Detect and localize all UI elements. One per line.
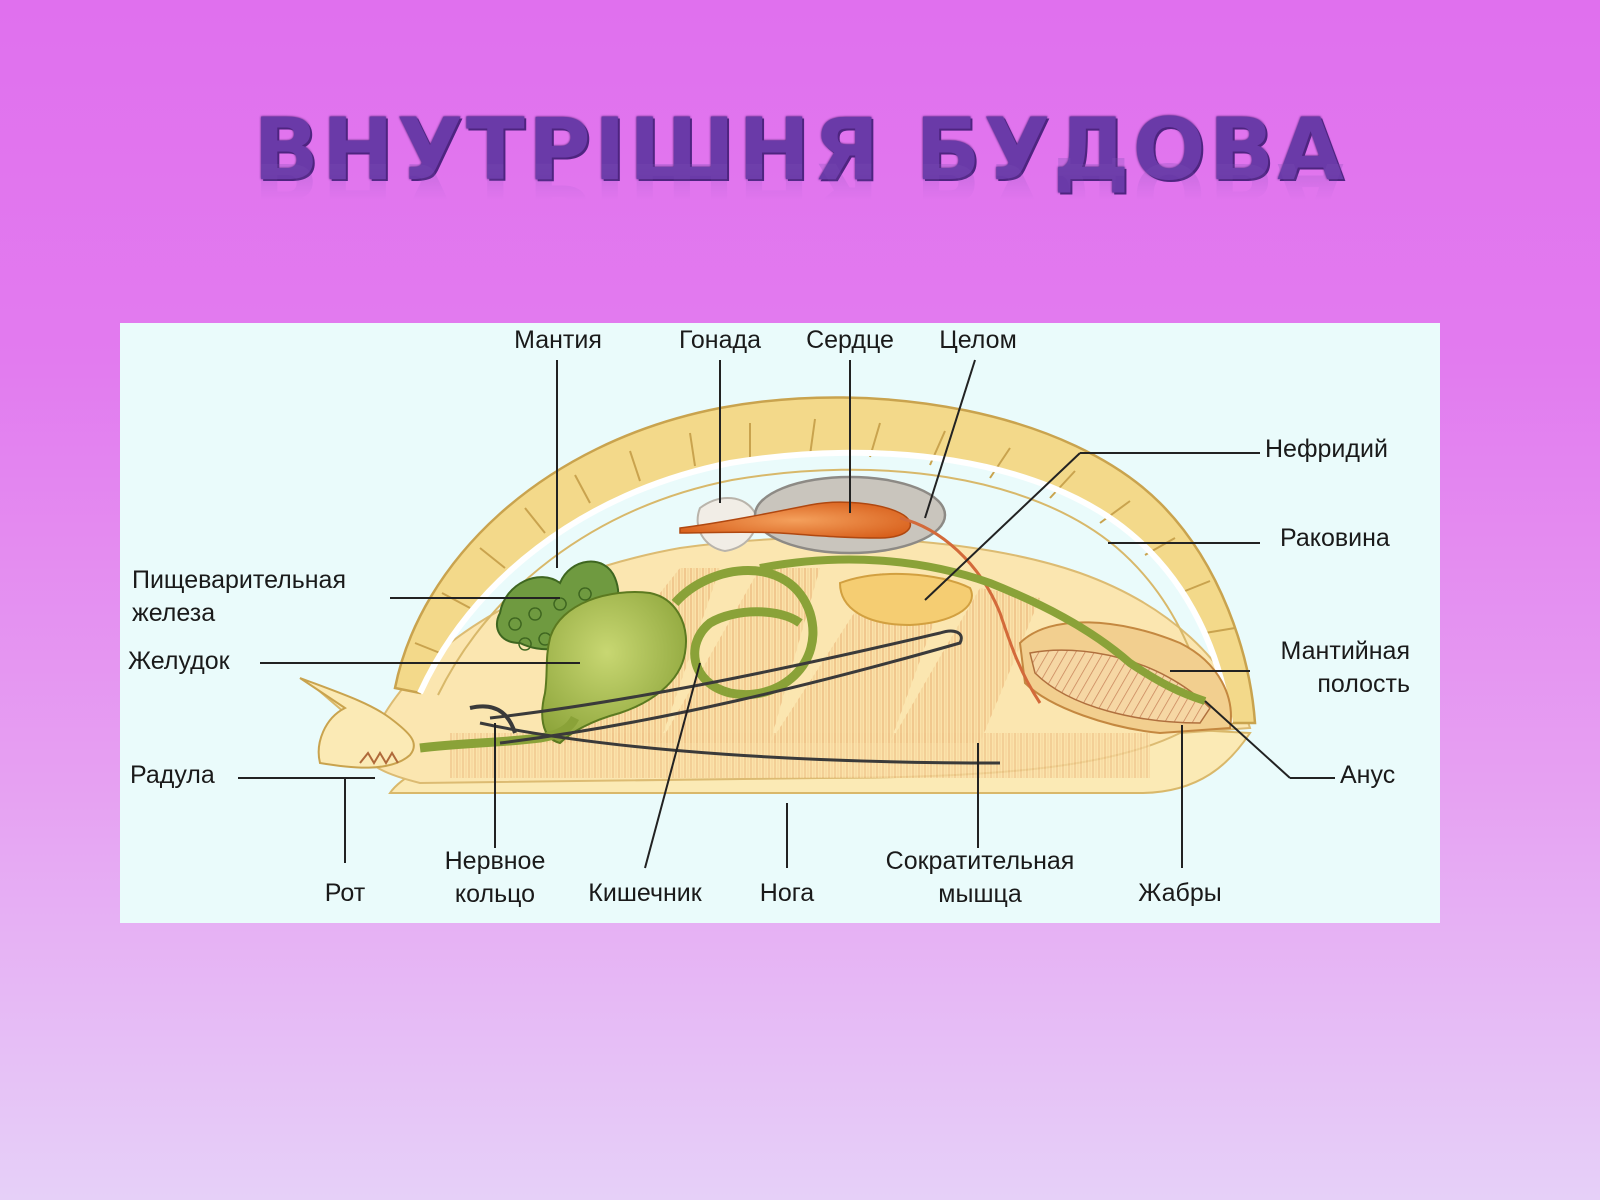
label-contractile-muscle: Сократительная мышца (885, 847, 1075, 908)
label-mantle-cavity: Мантийная полость (1280, 637, 1410, 698)
shell-ribs (414, 418, 1236, 654)
mollusk-anatomy-drawing (238, 359, 1335, 869)
label-heart: Сердце (806, 326, 894, 354)
radula-teeth (359, 751, 399, 765)
heart-shape (679, 501, 912, 539)
nerve-cord-pedal (479, 721, 1001, 765)
mantle-lining (417, 449, 1233, 724)
label-foot: Нога (759, 879, 815, 907)
label-digestive-gland: Пищеварительная железа (132, 566, 347, 627)
label-nephridium: Нефридий (1265, 435, 1388, 463)
gills-shape (1029, 649, 1211, 724)
label-mouth: Рот (324, 879, 366, 907)
slide-title: ВНУТРІШНЯ БУДОВА (253, 100, 1347, 200)
aorta-line (899, 516, 1042, 704)
label-intestine: Кишечник (588, 879, 702, 907)
label-mantle: Мантия (514, 326, 602, 354)
leader-lines (238, 359, 1335, 869)
label-shell: Раковина (1280, 524, 1390, 552)
label-radula: Радула (130, 761, 215, 789)
label-gills: Жабры (1138, 879, 1222, 907)
label-coelom: Целом (939, 326, 1017, 354)
label-gonad: Гонада (679, 326, 761, 354)
intestine-tail (759, 555, 1207, 705)
label-stomach: Желудок (128, 647, 230, 675)
mollusk-anatomy-figure: Мантия Гонада Сердце Целом Нефридий Рако… (120, 323, 1440, 923)
label-anus: Анус (1340, 761, 1396, 789)
label-nerve-ring: Нервное кольцо (444, 847, 546, 908)
head-snout (299, 677, 415, 769)
intestine-loop (671, 566, 818, 699)
foot-muscle-band (450, 733, 1150, 778)
mantle-lining-edge (437, 468, 1211, 724)
